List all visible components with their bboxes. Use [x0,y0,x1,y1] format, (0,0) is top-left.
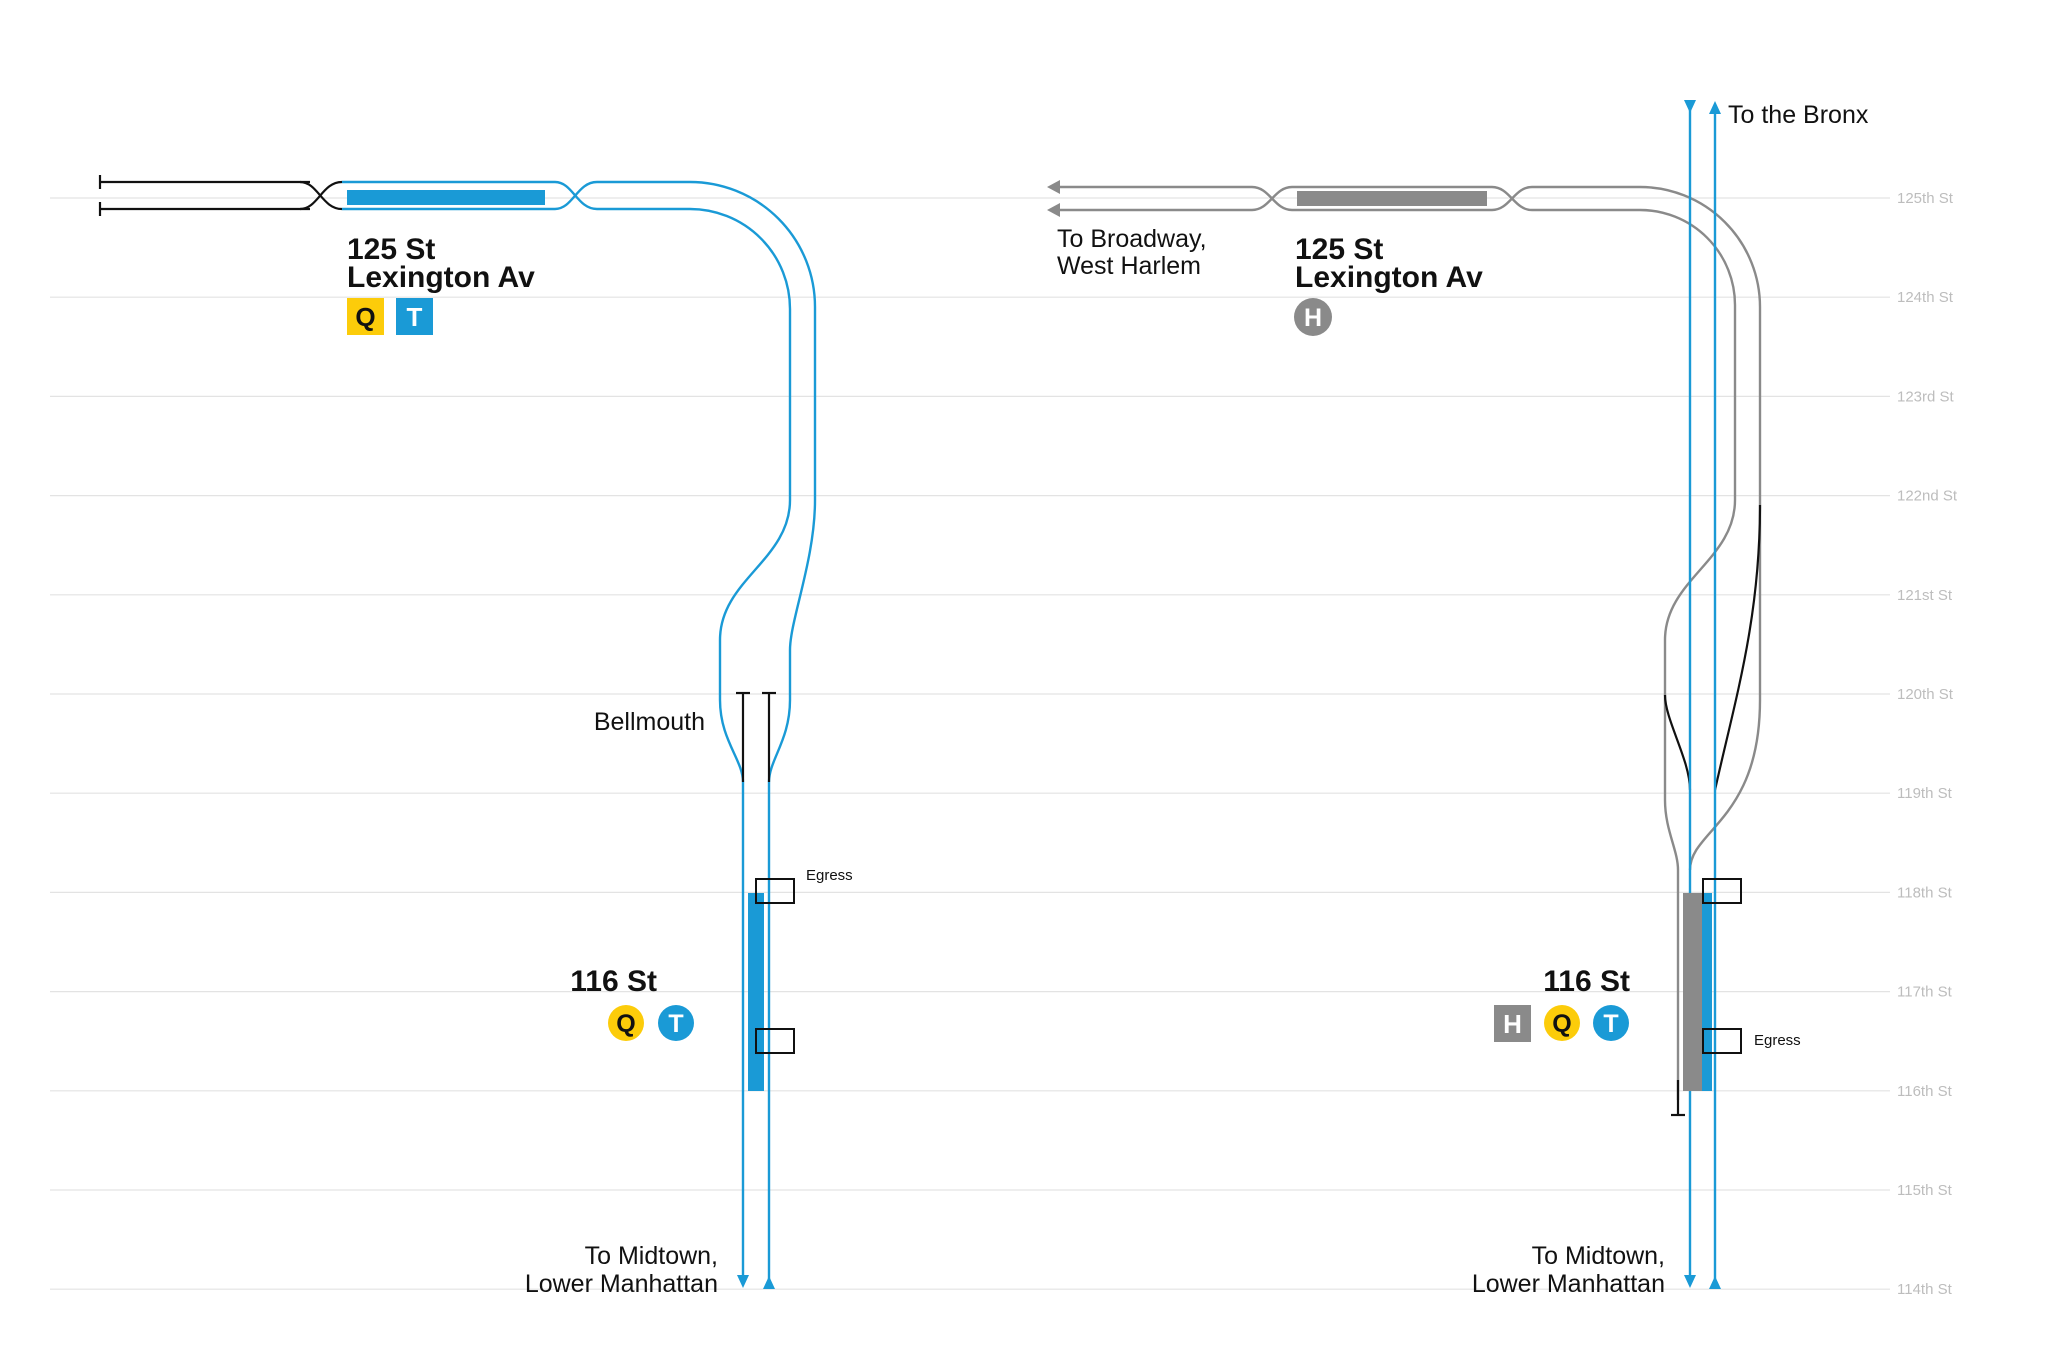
route-t-letter: T [1603,1010,1618,1038]
left-egress-label: Egress [806,867,853,884]
route-q-letter: Q [616,1010,635,1038]
street-label: 122nd St [1897,488,1958,505]
left-125-name-line2: Lexington Av [347,261,535,294]
right-west-dest-line1: To Broadway, [1057,225,1207,253]
right-egress-south [1702,1028,1742,1054]
right-gray-stub-end [1671,1080,1685,1117]
right-125-route-h-bullet: H [1294,298,1332,336]
left-125-route-q-bullet: Q [347,298,384,335]
street-label: 114th St [1897,1281,1953,1298]
street-label: 117th St [1897,984,1953,1001]
bellmouth-stubs [736,691,776,782]
left-south-dest-line2: Lower Manhattan [525,1270,718,1298]
route-t-letter: T [407,302,423,332]
street-label: 118th St [1897,884,1953,901]
right-125-name-line1: 125 St [1295,233,1383,266]
right-125-platform [1297,191,1487,206]
street-label: 121st St [1897,587,1953,604]
left-south-dest-line1: To Midtown, [585,1242,718,1270]
right-south-dest-line1: To Midtown, [1532,1242,1665,1270]
right-north-dest: To the Bronx [1728,101,1869,129]
left-116-route-t-bullet: T [658,1005,694,1041]
right-116-blue-platform [1702,893,1712,1091]
route-q-letter: Q [355,302,375,332]
left-egress-north [755,878,795,904]
right-116-route-h-bullet: H [1494,1005,1531,1042]
street-label: 116th St [1897,1083,1953,1100]
street-label: 120th St [1897,686,1954,703]
street-label: 115th St [1897,1182,1953,1199]
street-label: 119th St [1897,785,1953,802]
left-125-route-t-bullet: T [396,298,433,335]
left-116-route-q-bullet: Q [608,1005,644,1041]
left-116-name: 116 St [570,965,657,998]
right-diagram: To the Bronx To Broadway, West Harlem 12… [1047,100,1869,1298]
bellmouth-label: Bellmouth [594,708,705,736]
street-label: 125th St [1897,190,1954,207]
left-125-name-line1: 125 St [347,233,435,266]
right-116-gray-platform [1683,893,1702,1091]
right-gray-tracks [1047,180,1762,1100]
right-crossovers [1663,504,1762,791]
right-116-name: 116 St [1543,965,1630,998]
route-h-letter: H [1503,1009,1522,1039]
left-egress-south [755,1028,795,1054]
right-west-dest-line2: West Harlem [1057,252,1201,280]
right-egress-north [1702,878,1742,904]
route-q-letter: Q [1552,1010,1571,1038]
left-116-platform [748,893,764,1091]
right-south-dest-line2: Lower Manhattan [1472,1270,1665,1298]
right-116-route-t-bullet: T [1593,1005,1629,1041]
street-label: 124th St [1897,289,1954,306]
left-diagram: 125 St Lexington Av Q T Bellmouth Egress… [98,175,853,1298]
right-egress-label: Egress [1754,1032,1801,1049]
right-116-route-q-bullet: Q [1544,1005,1580,1041]
left-125-platform [347,190,545,205]
right-125-name-line2: Lexington Av [1295,261,1483,294]
left-blue-tracks [342,180,817,1289]
route-h-letter: H [1304,304,1322,332]
street-grid: 125th St 124th St 123rd St 122nd St 121st St… [50,190,1958,1298]
route-t-letter: T [668,1010,683,1038]
street-label: 123rd St [1897,388,1955,405]
left-stub-tracks [98,175,343,216]
